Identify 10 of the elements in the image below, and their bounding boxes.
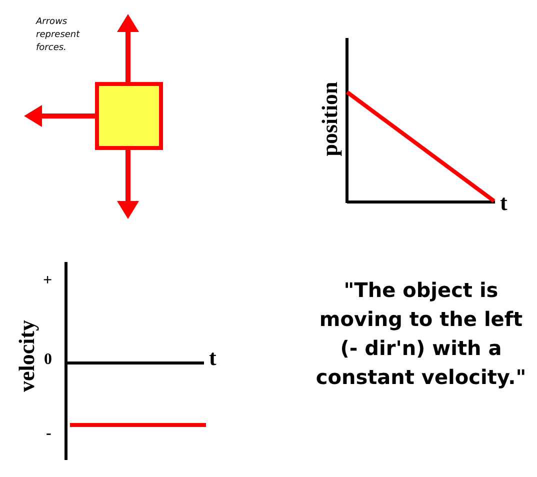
axis-label: velocity (14, 318, 40, 394)
tick-label: 0 (44, 351, 52, 369)
axis-label: position (317, 80, 343, 158)
tick-label: - (46, 425, 52, 443)
object-box (95, 82, 163, 150)
description-text: "The object is moving to the left (- dir'n) with a constant velocity." (314, 277, 528, 391)
tick-label: + (43, 272, 52, 290)
axis-label: t (209, 345, 216, 371)
note-text: Arrows represent forces. (36, 16, 81, 55)
axis-label: t (500, 190, 508, 216)
